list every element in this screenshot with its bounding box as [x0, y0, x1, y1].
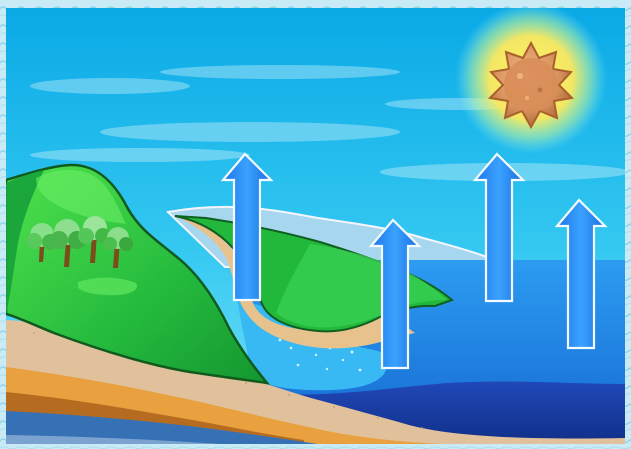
water-cycle-scene: [0, 0, 631, 449]
water-cycle-illustration: [0, 0, 631, 449]
